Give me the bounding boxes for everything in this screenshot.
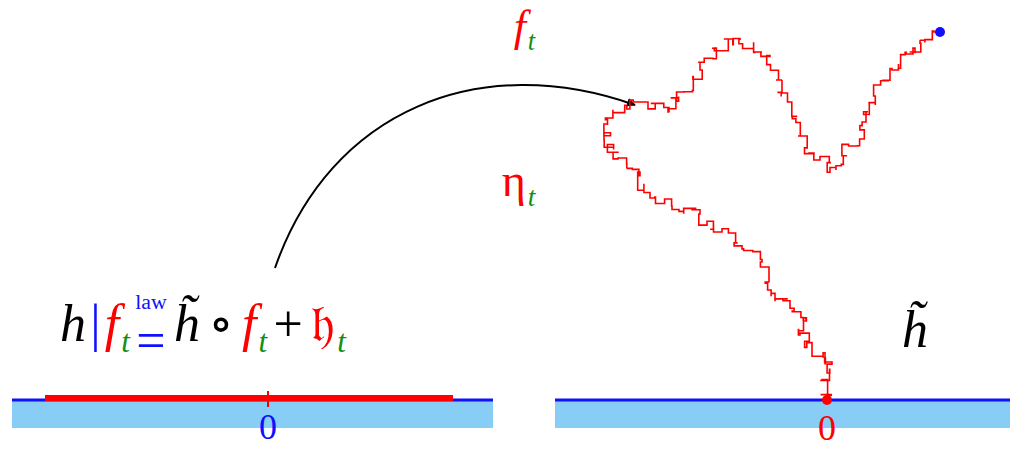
plus-sign: + bbox=[273, 295, 302, 352]
left-half-plane bbox=[12, 401, 493, 428]
curve-start-dot bbox=[822, 395, 832, 405]
restriction-bar: | bbox=[90, 295, 100, 352]
field-symbol: h̃ bbox=[174, 295, 200, 352]
law-equals-stack: law= bbox=[130, 292, 172, 367]
equals-sign: = bbox=[136, 315, 165, 367]
right-half-plane bbox=[555, 401, 1010, 428]
time-subscript: t bbox=[121, 324, 130, 359]
origin-label: 0 bbox=[818, 408, 836, 448]
map-name: f bbox=[514, 2, 526, 51]
map-name: f bbox=[242, 295, 256, 352]
time-subscript: t bbox=[337, 324, 346, 359]
law-label: law bbox=[135, 292, 167, 314]
time-subscript: t bbox=[528, 26, 535, 56]
sle-curve bbox=[604, 31, 940, 400]
field-symbol: h̃ bbox=[902, 301, 928, 358]
time-subscript: t bbox=[528, 181, 536, 212]
field-label: h̃ bbox=[900, 300, 930, 360]
map-name: f bbox=[105, 295, 119, 352]
curve-label: ηt bbox=[500, 155, 535, 212]
equation: h|ftlaw=h̃∘ft+𝔥t bbox=[58, 292, 346, 367]
compose-symbol: ∘ bbox=[208, 295, 234, 352]
left-boundary-line bbox=[12, 399, 493, 402]
right-boundary-line bbox=[555, 399, 1010, 402]
origin-tick bbox=[267, 391, 269, 407]
time-subscript: t bbox=[259, 324, 268, 359]
map-arrow bbox=[275, 85, 635, 268]
field-symbol: h bbox=[60, 295, 86, 352]
harmonic-function-symbol: 𝔥 bbox=[311, 295, 335, 352]
curve-name: η bbox=[502, 155, 526, 206]
boundary-segment bbox=[45, 395, 453, 401]
map-label: ft bbox=[512, 2, 535, 57]
origin-label: 0 bbox=[259, 407, 277, 447]
curve-tip-dot bbox=[935, 27, 945, 37]
origin-label-left: 0 bbox=[258, 407, 279, 448]
origin-label-right: 0 bbox=[817, 408, 838, 449]
